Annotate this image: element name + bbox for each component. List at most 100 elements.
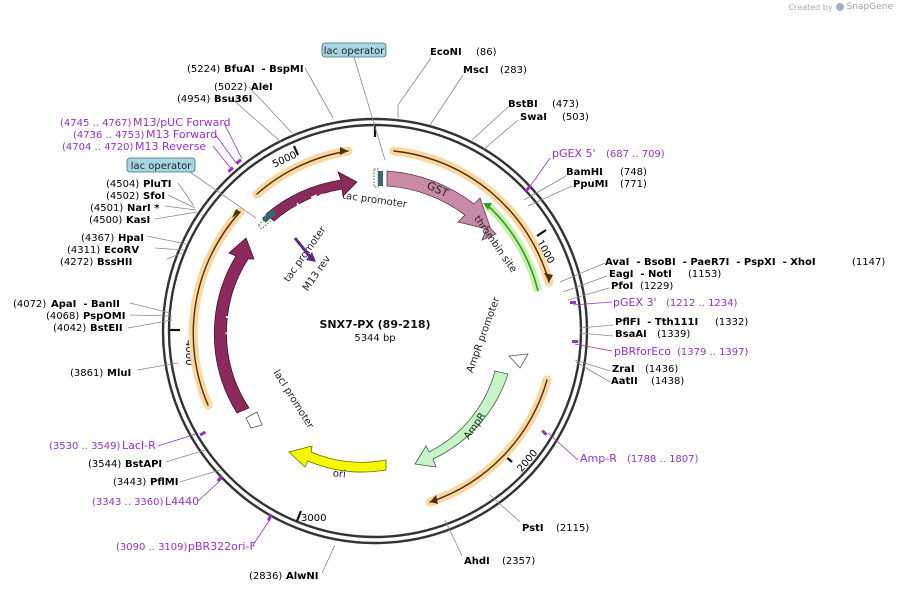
site-bsu36i: Bsu36I xyxy=(214,94,252,105)
primer-pbr322ori-range: (3090 .. 3109) xyxy=(116,542,188,553)
site-labels-right: EcoNI (86) MscI (283) BstBI (473) SwaI (… xyxy=(430,47,885,567)
primer-pbrforeco: pBRforEco xyxy=(614,345,671,358)
primer-marks xyxy=(199,158,578,522)
primer-ampr: Amp-R xyxy=(580,452,617,465)
site-pfoi: PfoI xyxy=(611,281,633,292)
site-nari-pos: (4501) xyxy=(90,203,123,214)
site-econi-pos: (86) xyxy=(476,47,497,58)
laci-promoter-label: lacI promoter xyxy=(271,368,316,431)
site-bstapi: BstAPI xyxy=(125,459,162,470)
primer-leaders xyxy=(157,122,613,546)
site-apai-group-pos: (4072) xyxy=(13,299,46,310)
site-labels-left: (2836) AlwNI (3443) PflMI (3544) BstAPI … xyxy=(13,64,319,582)
site-pspomi: PspOMI xyxy=(83,311,125,322)
primer-m13rev: M13 Reverse xyxy=(135,140,206,153)
site-bsshii: BssHII xyxy=(97,257,132,268)
ori-feature: ori xyxy=(288,445,387,480)
site-noti-group: EagI - NotI xyxy=(609,269,672,280)
orf-arrowheads xyxy=(232,147,553,504)
primer-pgex5: pGEX 5' xyxy=(552,147,596,160)
site-pflmi-pos: (3443) xyxy=(113,477,146,488)
lac-operator-box-1: lac operator xyxy=(321,42,387,161)
thrombin-marker: thrombin site xyxy=(471,214,518,275)
site-pluti: PluTI xyxy=(143,179,171,190)
tick-3000: 3000 xyxy=(301,513,326,524)
site-bsteii-pos: (4042) xyxy=(53,323,86,334)
site-bstbi-pos: (473) xyxy=(552,99,579,110)
lac-operator-label-1: lac operator xyxy=(324,46,385,57)
site-bsaai-pos: (1339) xyxy=(657,329,690,340)
site-bsteii: BstEII xyxy=(90,323,123,334)
primer-l4440-range: (3343 .. 3360) xyxy=(92,497,164,508)
plasmid-name: SNX7-PX (89-218) xyxy=(319,318,430,331)
site-ahdi-pos: (2357) xyxy=(502,556,535,567)
site-aatii-pos: (1438) xyxy=(651,376,684,387)
plasmid-size: 5344 bp xyxy=(354,333,395,344)
site-zrai-pos: (1436) xyxy=(645,364,678,375)
site-noti-group-pos: (1153) xyxy=(688,269,721,280)
primer-pbrforeco-range: (1379 .. 1397) xyxy=(677,347,749,358)
site-hpai-pos: (4367) xyxy=(81,233,114,244)
credit: Created by SnapGene xyxy=(789,2,893,12)
site-msci-pos: (283) xyxy=(500,65,527,76)
site-tth111i-group: PflFI - Tth111I xyxy=(615,317,698,328)
gst-feature: GST xyxy=(386,170,492,231)
ampr-promoter-feature: AmpR promoter xyxy=(465,295,529,374)
credit-brand: SnapGene xyxy=(846,2,893,12)
primer-pgex3-range: (1212 .. 1234) xyxy=(666,298,738,309)
site-pluti-pos: (4504) xyxy=(106,179,139,190)
site-alei: AleI xyxy=(251,82,273,93)
primer-pgex5-range: (687 .. 709) xyxy=(606,149,665,160)
primer-m13fwd: M13 Forward xyxy=(146,128,217,141)
laci-feature: lacI xyxy=(213,237,255,414)
site-econi: EcoNI xyxy=(430,47,462,58)
primer-lacir-range: (3530 .. 3549) xyxy=(49,441,121,452)
site-xhoi-group-pos: (1147) xyxy=(852,257,885,268)
site-ecorv: EcoRV xyxy=(104,245,139,256)
site-ecorv-pos: (4311) xyxy=(67,245,100,256)
site-mlui: MluI xyxy=(107,368,131,379)
site-sfoi: SfoI xyxy=(143,191,165,202)
primer-m13rev-range: (4704 .. 4720) xyxy=(62,142,134,153)
primer-m13puc-range: (4745 .. 4767) xyxy=(60,118,132,129)
laci-label: lacI xyxy=(225,315,236,335)
site-bspmi-group-pos: (5224) xyxy=(187,64,220,75)
site-bsu36i-pos: (4954) xyxy=(177,94,210,105)
site-pspomi-pos: (4068) xyxy=(46,311,79,322)
site-msci: MscI xyxy=(463,65,489,76)
thrombin-arc xyxy=(483,202,542,292)
site-alwni: AlwNI xyxy=(286,571,319,582)
site-hpai: HpaI xyxy=(118,233,144,244)
primer-l4440: L4440 xyxy=(165,495,199,508)
site-swai: SwaI xyxy=(520,112,547,123)
site-aatii: AatII xyxy=(611,376,638,387)
site-kasi-pos: (4500) xyxy=(89,215,122,226)
site-bamhi: BamHI xyxy=(566,167,603,178)
primer-labels: pGEX 5' (687 .. 709) pGEX 3' (1212 .. 12… xyxy=(49,116,749,553)
credit-prefix: Created by xyxy=(788,2,833,12)
site-ppumi: PpuMI xyxy=(573,179,608,190)
site-ppumi-pos: (771) xyxy=(620,179,647,190)
site-nari: NarI * xyxy=(127,203,160,214)
site-ahdi: AhdI xyxy=(464,556,490,567)
site-sfoi-pos: (4502) xyxy=(106,191,139,202)
ori-label: ori xyxy=(332,468,346,480)
laci-promoter-feature: lacI promoter xyxy=(245,368,316,431)
site-kasi: KasI xyxy=(126,215,150,226)
site-alwni-pos: (2836) xyxy=(249,571,282,582)
orf-arcs xyxy=(188,146,554,507)
site-pflmi: PflMI xyxy=(150,477,178,488)
ampr-promoter-label: AmpR promoter xyxy=(465,295,503,374)
site-bamhi-pos: (748) xyxy=(620,167,647,178)
site-psti-pos: (2115) xyxy=(556,523,589,534)
lac-operator-box-2: lac operator xyxy=(126,157,257,219)
site-psti: PstI xyxy=(522,523,544,534)
lac-operator-label-2: lac operator xyxy=(131,161,192,172)
site-bspmi-group: BfuAI - BspMI xyxy=(224,64,304,75)
snapgene-logo-icon xyxy=(835,3,844,11)
site-bsshii-pos: (4272) xyxy=(60,257,93,268)
site-apai-group: ApaI - BanII xyxy=(51,299,120,310)
site-bstbi: BstBI xyxy=(508,99,538,110)
site-bstapi-pos: (3544) xyxy=(88,459,121,470)
